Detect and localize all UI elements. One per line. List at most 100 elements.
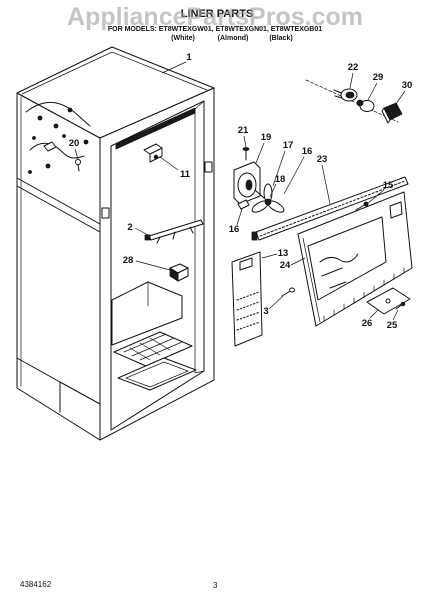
part-20-screw — [75, 159, 81, 172]
screw-3-head — [289, 287, 295, 293]
leader-29 — [367, 82, 378, 101]
liner-left-side-panel — [16, 92, 101, 441]
leader-1 — [161, 61, 187, 74]
liner-wire-upper — [25, 101, 91, 127]
crisper-tray-lower-inner — [125, 361, 189, 388]
callout-30: 30 — [402, 80, 413, 91]
duct-strip-louvers — [259, 180, 406, 237]
liner-wire-lower — [29, 142, 85, 159]
leader-23 — [321, 164, 331, 205]
duct-strip-end-tab — [251, 231, 258, 241]
watermark: AppliancePartsPros.com — [67, 3, 363, 31]
cover-recess — [307, 216, 387, 301]
liner-top-rim — [21, 51, 208, 95]
part-1-cabinet-liner — [16, 46, 215, 441]
fan-assembly — [233, 147, 285, 213]
part-23-duct-strip — [251, 176, 409, 241]
callout-11: 11 — [180, 169, 191, 180]
socket-22-leads — [333, 89, 343, 99]
harness-2-wires — [156, 226, 194, 244]
return-air-hump — [111, 281, 183, 346]
duct-panel-body — [231, 251, 263, 347]
socket-22-bore — [345, 91, 355, 99]
leader-25 — [392, 309, 399, 321]
leader-28 — [135, 260, 171, 271]
part-24-evaporator-cover — [297, 191, 413, 327]
callout-26: 26 — [362, 318, 373, 329]
cover-louvers — [323, 267, 405, 322]
callout-29: 29 — [373, 72, 384, 83]
cover-panel — [297, 191, 413, 327]
plate-26-body — [366, 287, 411, 315]
footer: 4384162 3 — [20, 580, 218, 590]
leader-26 — [369, 309, 379, 319]
liner-foam-holes — [28, 107, 89, 174]
cover-left-flange — [302, 237, 321, 323]
cover-cutout — [389, 201, 403, 219]
leader-30 — [395, 90, 406, 105]
part-15-screw — [355, 201, 369, 211]
part-25-screw — [395, 301, 406, 310]
callout-16-lower: 16 — [229, 224, 240, 235]
leader-15 — [367, 189, 385, 204]
document-number: 4384162 — [20, 580, 52, 589]
part-21-screw — [242, 147, 250, 161]
screw-15-head — [363, 201, 369, 207]
callout-28: 28 — [123, 255, 134, 266]
liner-machine-step — [16, 357, 101, 413]
liner-clip — [43, 141, 57, 152]
callout-19: 19 — [261, 132, 272, 143]
callout-1: 1 — [186, 52, 192, 63]
part-22-socket — [333, 88, 358, 102]
part-28-clip — [169, 263, 189, 282]
part-29-bulb — [356, 99, 375, 112]
finish-black: (Black) — [269, 35, 292, 42]
callout-25: 25 — [387, 320, 398, 331]
callout-20: 20 — [69, 138, 80, 149]
clip-28-front — [177, 267, 189, 282]
fan-hub — [264, 198, 272, 206]
duct-panel-tab — [239, 257, 253, 271]
callout-3: 3 — [263, 306, 268, 317]
part-2-harness — [144, 219, 204, 244]
leader-16-lower — [236, 208, 243, 226]
bulb-29-base — [356, 99, 364, 107]
fan-motor — [237, 172, 265, 199]
callouts: 1 20 11 2 28 22 29 30 21 19 17 16 23 18 … — [69, 52, 413, 331]
leader-24 — [290, 257, 306, 266]
callout-16-upper: 16 — [302, 146, 313, 157]
callout-2: 2 — [127, 222, 132, 233]
leader-16-upper — [283, 156, 305, 195]
frame-hinge-slot-right — [204, 161, 213, 173]
motor-shaft — [254, 189, 265, 199]
page-title: LINER PARTS — [181, 8, 254, 20]
screw-20-head — [75, 159, 81, 165]
part-30-cover — [381, 102, 403, 124]
evaporator-band — [115, 107, 196, 150]
screw-20-shank — [77, 164, 80, 172]
crisper-tray-upper — [113, 331, 193, 367]
part-17-fan-blade — [251, 183, 285, 213]
model-numbers: FOR MODELS: ET8WTEXGW01, ET8WTEXGN01, ET… — [108, 26, 322, 33]
leader-2 — [134, 227, 151, 237]
page-number: 3 — [213, 581, 218, 590]
liner-side-band — [16, 177, 101, 233]
part-3-screw — [281, 287, 295, 297]
leader-17 — [272, 150, 286, 187]
finish-almond: (Almond) — [218, 35, 249, 42]
plate-26-hole — [385, 298, 391, 304]
inner-right-wall — [194, 100, 205, 374]
leader-21 — [243, 135, 247, 148]
callout-21: 21 — [238, 125, 249, 136]
leader-13 — [261, 253, 278, 259]
callout-22: 22 — [348, 62, 359, 73]
leader-20 — [74, 148, 79, 160]
part-13-duct-panel — [231, 251, 263, 347]
crisper-tray-upper-grid — [123, 333, 183, 361]
leader-11 — [159, 156, 179, 171]
motor-end-cap — [245, 179, 253, 191]
callout-23: 23 — [317, 154, 328, 165]
part-11-bracket — [143, 143, 163, 163]
part-26-plate — [366, 287, 411, 315]
